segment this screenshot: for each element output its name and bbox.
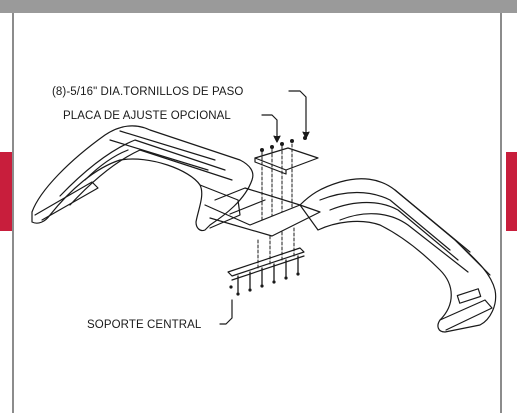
support-label: SOPORTE CENTRAL <box>87 319 202 331</box>
center-bridge <box>204 204 321 237</box>
right-nav-tab[interactable] <box>506 152 517 231</box>
adjustment-plate <box>254 147 319 171</box>
diagram-frame <box>12 13 502 413</box>
plate-leader <box>261 114 278 141</box>
left-nav-tab[interactable] <box>0 152 12 231</box>
bolts-label: (8)-5/16" DIA.TORNILLOS DE PASO <box>52 86 243 98</box>
support-leader <box>219 299 233 325</box>
plate-label: PLACA DE AJUSTE OPCIONAL <box>63 110 231 122</box>
left-fender <box>31 125 254 232</box>
bolts-leader <box>288 90 307 137</box>
top-bar <box>0 0 517 13</box>
fender-assembly-diagram: (8)-5/16" DIA.TORNILLOS DE PASO PLACA DE… <box>31 86 497 333</box>
center-support-bar <box>227 247 305 277</box>
right-fender <box>299 178 497 333</box>
